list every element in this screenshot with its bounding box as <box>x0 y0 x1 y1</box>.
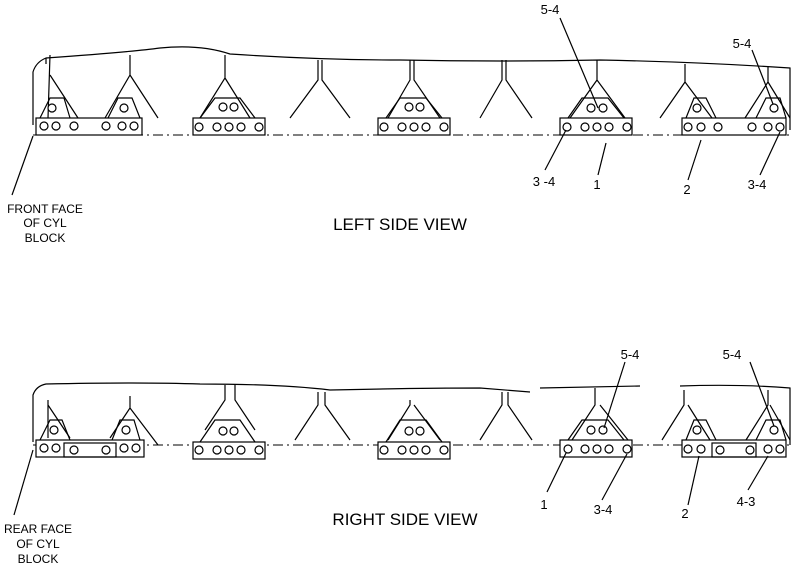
callout-label: 3-4 <box>594 502 613 517</box>
bearing-cap-group-3 <box>377 419 451 460</box>
bearing-cap-group-1 <box>35 97 143 136</box>
bearing-cap-group-5 <box>681 97 787 136</box>
bearing-cap-group-4 <box>559 97 633 136</box>
face-label-line-1: REAR FACE <box>4 522 72 536</box>
callout-label: 1 <box>593 177 600 192</box>
callout-label: 5-4 <box>541 2 560 17</box>
face-label-line-3: BLOCK <box>18 552 59 566</box>
bearing-cap-group-4 <box>559 419 633 458</box>
leader-lines <box>11 17 781 196</box>
face-label-line-1: FRONT FACE <box>7 202 83 216</box>
callout-label: 3 -4 <box>533 174 555 189</box>
callout-label: 1 <box>540 497 547 512</box>
callout-label: 5-4 <box>621 347 640 362</box>
callout-label: 2 <box>683 182 690 197</box>
callout-label: 4-3 <box>737 494 756 509</box>
right-side-view: RIGHT SIDE VIEW REAR FACE OF CYL BLOCK 5… <box>4 347 791 566</box>
view-title: LEFT SIDE VIEW <box>333 215 467 234</box>
bearing-cap-group-2 <box>192 97 266 136</box>
view-title: RIGHT SIDE VIEW <box>332 510 477 529</box>
bearing-cap-group-1 <box>35 419 145 458</box>
bearing-cap-group-3 <box>377 97 451 136</box>
block-ribs <box>47 385 791 446</box>
bearing-cap-group-5 <box>681 419 787 458</box>
face-label-line-2: OF CYL <box>23 216 67 230</box>
leader-lines <box>13 361 775 516</box>
callout-label: 5-4 <box>723 347 742 362</box>
callout-label: 2 <box>681 506 688 521</box>
bearing-cap-group-2 <box>192 419 266 460</box>
left-side-view: LEFT SIDE VIEW FRONT FACE OF CYL BLOCK 5… <box>7 2 791 245</box>
callout-label: 3-4 <box>748 177 767 192</box>
face-label-line-2: OF CYL <box>16 537 60 551</box>
block-outline <box>32 382 791 445</box>
callout-label: 5-4 <box>733 36 752 51</box>
face-label-line-3: BLOCK <box>25 231 66 245</box>
block-outline <box>32 46 791 130</box>
